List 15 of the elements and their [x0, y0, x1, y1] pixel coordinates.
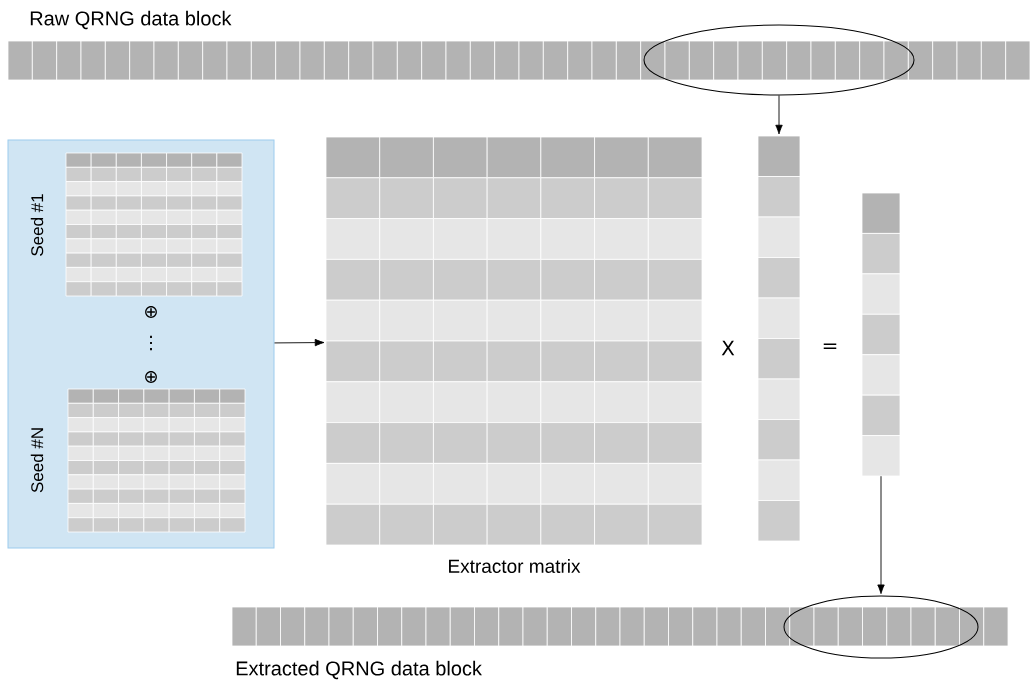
block-title: Extracted QRNG data block: [236, 660, 482, 680]
arrow: [877, 475, 885, 595]
matrix-label: Extractor matrix: [449, 559, 581, 573]
selection-ellipse: [643, 24, 915, 96]
seed-label: Seed #1: [30, 194, 44, 256]
operator-symbol: =: [823, 343, 837, 350]
block-title: Raw QRNG data block: [30, 10, 232, 30]
column-vector: [861, 192, 901, 477]
operator-symbol: X: [721, 340, 735, 356]
column-vector: [757, 135, 801, 542]
arrow: [274, 338, 325, 347]
seed-label: Seed #N: [30, 428, 44, 493]
selection-ellipse: [783, 595, 979, 659]
arrow: [775, 95, 783, 135]
ellipsis-symbol: ⋮: [150, 335, 152, 351]
